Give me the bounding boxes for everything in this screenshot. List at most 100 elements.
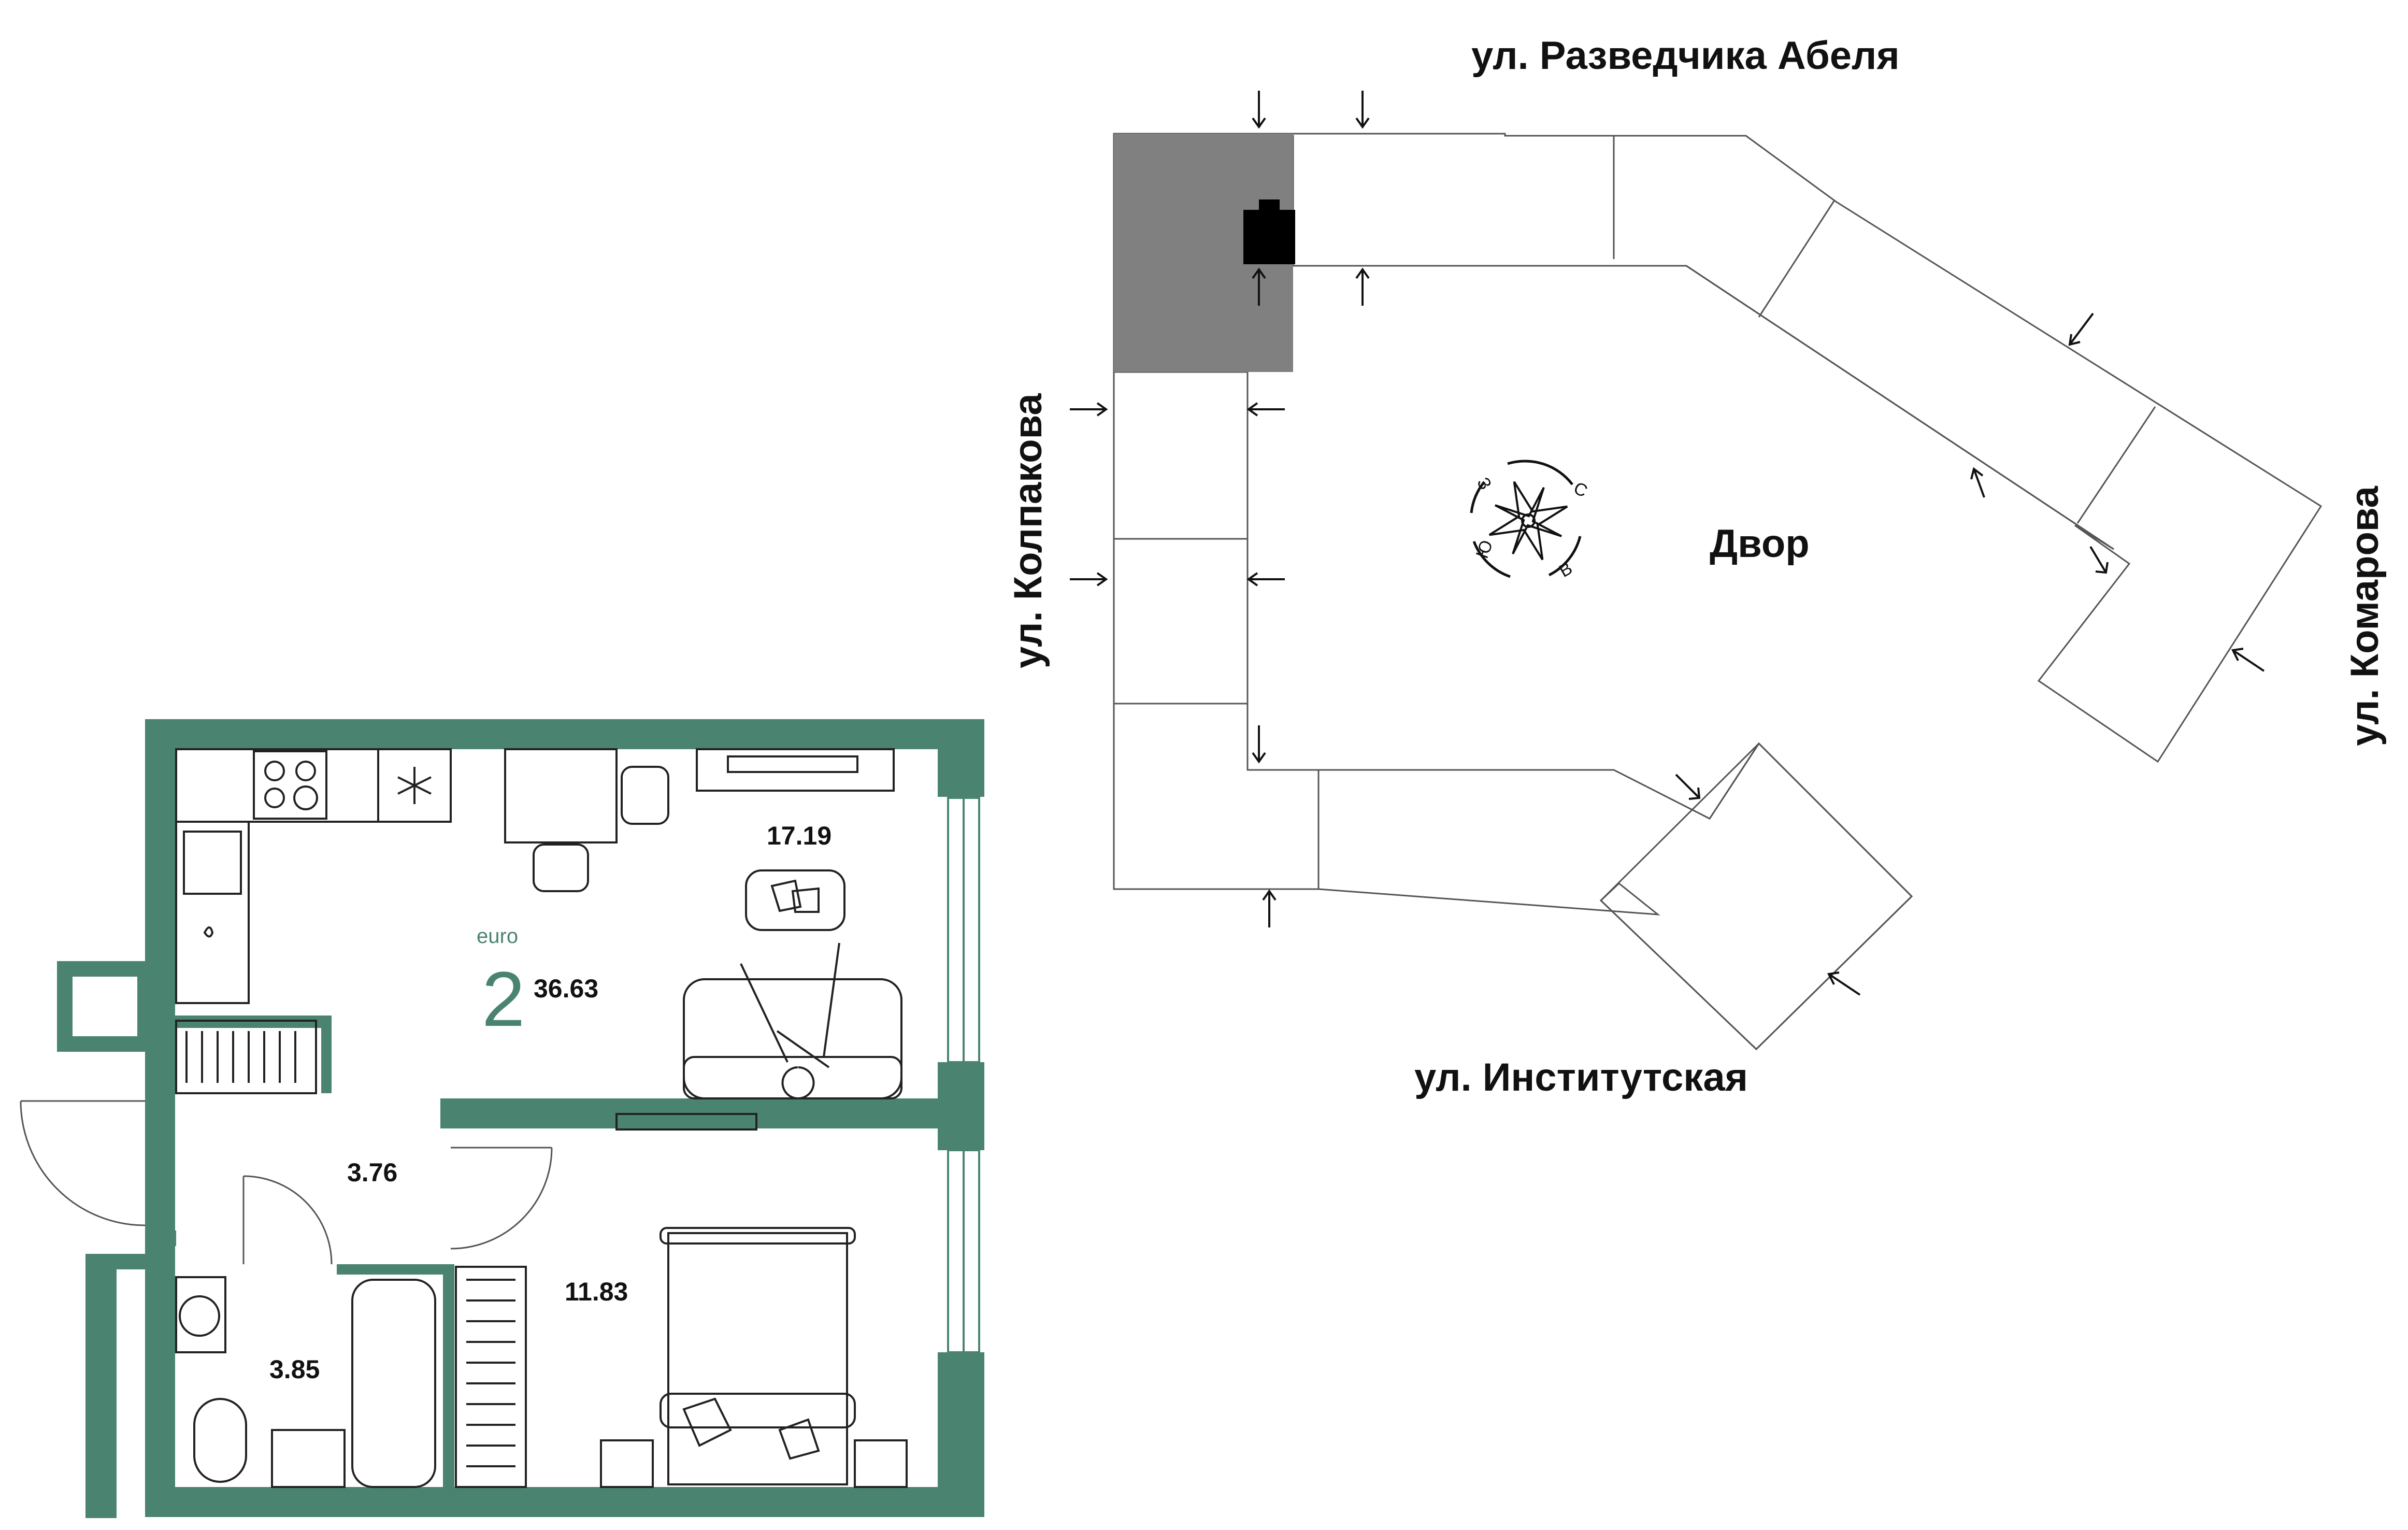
- wall-left-lower: [145, 1231, 175, 1513]
- furniture: [175, 748, 908, 1488]
- utility-box: [57, 961, 153, 1052]
- building-outline: [1113, 133, 2323, 1051]
- doors: [20, 1100, 553, 1265]
- wall-bath-right: [443, 1264, 454, 1492]
- entrance-arrow-icon: [1246, 402, 1285, 417]
- sofa-back: [683, 1056, 902, 1099]
- bed: [667, 1232, 848, 1485]
- current-building-marker-top: [1259, 199, 1280, 212]
- wall-left-ext-top: [85, 1254, 153, 1269]
- apartment-plan: 17.19 euro 2 36.63 3.76 3.85 11.83: [20, 719, 984, 1518]
- entrance-arrow-icon: [1827, 971, 1861, 996]
- washbasin-icon: [271, 1429, 346, 1488]
- current-building-marker: [1243, 210, 1295, 264]
- burner-icon: [264, 761, 285, 781]
- wardrobe-coils: [466, 1279, 515, 1467]
- south-section: [1599, 742, 1913, 1051]
- wall-hall-stub: [321, 1016, 332, 1093]
- washing-machine-icon: [175, 1276, 226, 1353]
- compass-west: З: [1473, 474, 1495, 493]
- coffee-table: [745, 869, 845, 931]
- entrance-arrow-icon: [1970, 467, 1985, 498]
- street-top: ул. Разведчика Абеля: [1471, 34, 1900, 78]
- counter-top: [175, 748, 452, 823]
- entrance-arrow-icon: [1262, 889, 1277, 927]
- compass-north: С: [1571, 478, 1590, 502]
- entrance-arrow-icon: [1246, 572, 1285, 587]
- sink-icon: [183, 831, 242, 895]
- people-icon: [740, 942, 840, 1099]
- area-kitchen-living: 17.19: [767, 821, 832, 850]
- entrance-door[interactable]: [20, 1100, 146, 1226]
- windows: [947, 797, 980, 1353]
- entrance-arrow-icon: [2231, 648, 2265, 672]
- compass-south: Ю: [1472, 537, 1497, 561]
- pillow-icon: [682, 1397, 820, 1460]
- entrance-arrow-icon: [1070, 572, 1108, 587]
- wall-left-ext: [85, 1254, 117, 1518]
- compass-star-icon: [1488, 481, 1568, 561]
- stove-icon: [253, 750, 327, 820]
- door-kitchen[interactable]: [450, 1147, 553, 1250]
- wall-top: [145, 719, 984, 749]
- tv-bedroom: [615, 1113, 757, 1131]
- section-divider: [2076, 406, 2156, 524]
- wall-bath-top: [337, 1264, 451, 1275]
- nightstand: [854, 1439, 908, 1488]
- door-bath[interactable]: [242, 1175, 333, 1265]
- apartment-type-label: euro: [477, 925, 518, 948]
- fridge-icon: [377, 748, 452, 823]
- section-divider: [1758, 201, 1835, 318]
- area-hallway: 3.76: [347, 1158, 397, 1187]
- wardrobe-radiator: [455, 1266, 527, 1488]
- chair: [621, 766, 669, 825]
- entrance-arrow-icon: [1355, 267, 1370, 306]
- wall-bath-left: [145, 1231, 176, 1246]
- bed-headboard: [660, 1227, 856, 1245]
- entrance-arrows: [1070, 91, 2265, 996]
- yard-label: Двор: [1710, 522, 1810, 566]
- entrance-arrow-icon: [1070, 402, 1108, 417]
- radiator-icon: [175, 1020, 317, 1094]
- walls: [85, 719, 984, 1518]
- wall-right-bottom: [938, 1352, 984, 1517]
- compass-center-icon: [1521, 513, 1536, 528]
- radiator-coils: [185, 1031, 296, 1083]
- wall-bottom: [145, 1487, 984, 1517]
- entrance-arrow-icon: [1252, 91, 1266, 129]
- burner-icon: [295, 761, 316, 781]
- counter-left: [175, 821, 250, 1004]
- bathtub-icon: [351, 1279, 436, 1488]
- compass: С В Ю З: [1470, 460, 1590, 581]
- street-left: ул. Колпакова: [1006, 393, 1050, 668]
- area-bathroom: 3.85: [269, 1355, 320, 1384]
- section-divider: [1709, 743, 1760, 819]
- entrance-arrow-icon: [1675, 774, 1701, 800]
- area-bedroom: 11.83: [565, 1277, 628, 1306]
- entrance-arrow-icon: [1355, 91, 1370, 129]
- entrance-arrow-icon: [1252, 725, 1266, 764]
- wall-left-notch: [140, 1000, 148, 1044]
- wall-right-top: [938, 719, 984, 797]
- apartment-room-count: 2: [482, 955, 525, 1042]
- burner-icon: [293, 785, 318, 810]
- tv-stand: [696, 748, 895, 792]
- apartment-total-area: 36.63: [534, 974, 598, 1003]
- burner-icon: [264, 788, 285, 808]
- nightstand: [600, 1439, 654, 1488]
- entrance-arrow-icon: [2068, 312, 2094, 346]
- entrance-arrow-icon: [1252, 267, 1266, 306]
- sofa: [683, 978, 902, 1099]
- toilet-icon: [193, 1398, 247, 1483]
- courtyard-edge: [1248, 265, 2114, 550]
- decor-icon: [770, 879, 820, 913]
- dishwasher-icon: [203, 926, 214, 938]
- tv-icon: [727, 755, 858, 773]
- snowflake-icon: [397, 767, 432, 804]
- compass-east: В: [1556, 559, 1576, 581]
- compass-ring-icon: [1470, 460, 1582, 578]
- dining-table: [504, 748, 618, 843]
- street-bottom: ул. Институтская: [1414, 1055, 1748, 1099]
- entrance-arrow-icon: [2089, 546, 2109, 574]
